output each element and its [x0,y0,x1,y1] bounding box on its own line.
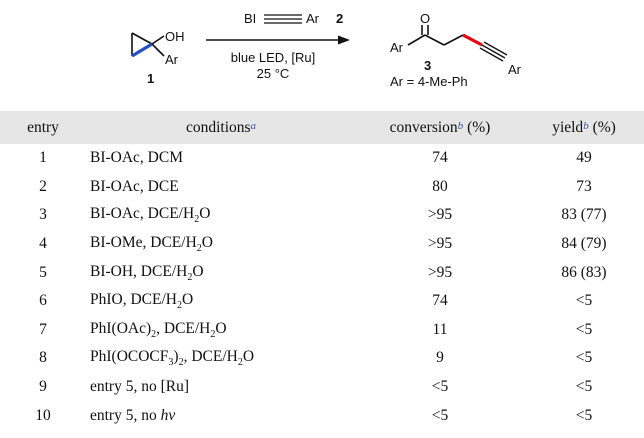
entry-cell: 10 [35,406,51,424]
entry-cell: 8 [39,349,47,367]
footnote-b: b [583,119,589,132]
conditions-cell: BI-OMe, DCE/H2O [90,234,213,255]
compound-1-number: 1 [147,71,154,86]
entry-cell: 9 [39,378,47,396]
conversion-cell: >95 [427,263,453,281]
conditions-line-1: blue LED, [Ru] [231,50,316,65]
alkyne-product-bond [479,41,508,62]
yield-cell: 49 [576,149,592,167]
reagent-prefix: BI [244,11,256,26]
yield-cell: <5 [575,406,593,424]
conversion-cell: <5 [431,406,449,424]
table-row: 5 BI-OH, DCE/H2O >95 86 (83) [0,258,644,287]
highlighted-ring-bond [131,42,153,58]
cyclopropanol-structure [131,32,165,57]
conversion-cell: <5 [431,378,449,396]
conversion-cell: >95 [427,235,453,253]
conditions-cell: BI-OAc, DCM [90,149,183,167]
yield-cell: 73 [576,177,592,195]
table-row: 9 entry 5, no [Ru] <5 <5 [0,373,644,402]
table-row: 4 BI-OMe, DCE/H2O >95 84 (79) [0,230,644,259]
entry-cell: 5 [39,263,47,281]
entry-cell: 4 [39,235,47,253]
reagent-2-number: 2 [336,11,343,26]
footnote-b: b [457,119,464,132]
yield-cell: 86 (83) [561,263,607,281]
aryl-definition: Ar = 4-Me-Ph [390,74,468,89]
highlighted-new-bond [462,33,483,47]
entry-cell: 6 [39,292,47,310]
entry-cell: 2 [39,177,47,195]
conversion-cell: 74 [432,292,448,310]
entry-cell: 1 [39,149,47,167]
yield-cell: <5 [575,292,593,310]
conditions-cell: entry 5, no hν [90,406,176,424]
aryl-label-2: Ar [306,11,320,26]
ketone-oxygen-label: O [420,11,430,26]
reaction-scheme: OH Ar 1 BI Ar 2 blue LED, [Ru] 25 °C Ar … [131,11,522,89]
yield-cell: 83 (77) [561,206,607,224]
table-row: 10 entry 5, no hν <5 <5 [0,401,644,430]
table-row: 3 BI-OAc, DCE/H2O >95 83 (77) [0,201,644,230]
yield-cell: <5 [575,378,593,396]
conversion-cell: 11 [432,320,448,338]
table-row: 2 BI-OAc, DCE 80 73 [0,173,644,202]
footnote-a: a [250,119,257,132]
aryl-label-1: Ar [165,52,179,67]
conversion-cell: 74 [432,149,448,167]
table-row: 6 PhIO, DCE/H2O 74 <5 [0,287,644,316]
product-3-number: 3 [424,58,431,73]
conditions-cell: entry 5, no [Ru] [90,378,190,396]
product-structure [407,25,464,46]
yield-cell: 84 (79) [561,235,607,253]
conditions-line-2: 25 °C [257,66,290,81]
conditions-cell: PhI(OCOCF3)2, DCE/H2O [90,348,255,369]
conditions-cell: PhIO, DCE/H2O [90,291,194,312]
conditions-cell: BI-OAc, DCE [90,177,179,195]
conversion-cell: >95 [427,206,453,224]
aryl-label-4: Ar [508,62,522,77]
entry-cell: 3 [39,206,47,224]
alkyne-reagent-bond [264,14,302,24]
reaction-arrow [206,35,350,45]
entry-cell: 7 [39,320,47,338]
yield-cell: <5 [575,349,593,367]
conditions-cell: BI-OH, DCE/H2O [90,262,204,283]
yield-cell: <5 [575,320,593,338]
conditions-cell: PhI(OAc)2, DCE/H2O [90,319,227,340]
conversion-cell: 9 [436,349,444,367]
header-entry: entry [27,118,59,136]
hydroxyl-label: OH [165,29,185,44]
table-row: 1 BI-OAc, DCM 74 49 [0,144,644,173]
aryl-label-3: Ar [390,40,404,55]
table-row: 7 PhI(OAc)2, DCE/H2O 11 <5 [0,316,644,345]
conditions-cell: BI-OAc, DCE/H2O [90,205,211,226]
table-row: 8 PhI(OCOCF3)2, DCE/H2O 9 <5 [0,344,644,373]
conversion-cell: 80 [432,177,448,195]
